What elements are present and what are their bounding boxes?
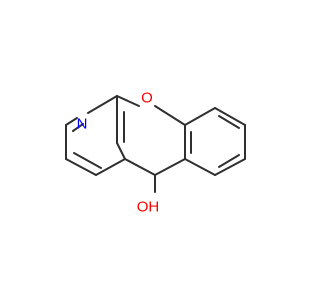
bond-double-benzo-b [218, 115, 240, 129]
bond-c2-n [65, 117, 78, 126]
bond-o-arene [154, 105, 186, 126]
bond-double-benzo-c [218, 154, 240, 168]
bond-pyridine-fusion [116, 142, 126, 160]
bond-double-pyridine-c [72, 123, 84, 132]
atom-label-nitrogen: N [77, 116, 88, 133]
bond-benzo-4 [214, 158, 246, 176]
bond-benzo-2 [214, 107, 246, 126]
bond-ch2-o [116, 95, 140, 107]
molecule-structure: N O OH [65, 90, 246, 216]
bond-n-c8a [87, 95, 118, 114]
bond-benzo-5 [184, 158, 216, 176]
bond-arene-carbinol [154, 158, 186, 176]
bond-carbinol-pyridine [124, 158, 156, 176]
bond-double-pyridine-b [73, 152, 102, 169]
atom-label-ring-oxygen: O [141, 90, 153, 107]
bond-lines [65, 95, 246, 193]
bond-benzo-1 [184, 107, 216, 126]
bond-c4-c3 [65, 158, 97, 176]
bond-c4a-c4 [95, 158, 126, 176]
structure-canvas: N O OH [65, 89, 246, 216]
atom-label-hydroxyl: OH [137, 199, 160, 216]
